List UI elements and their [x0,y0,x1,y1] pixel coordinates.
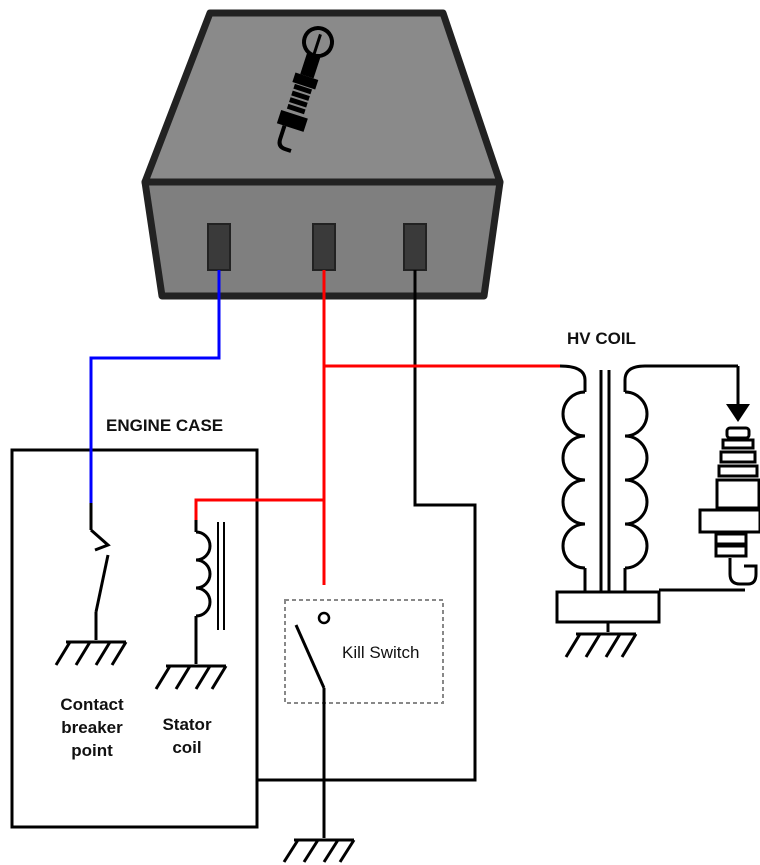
contact-breaker-label-2: breaker [61,718,123,737]
kill-switch-label: Kill Switch [342,643,419,662]
hv-coil-label: HV COIL [567,329,636,348]
terminal-red [312,223,336,271]
ground-icon [282,838,356,863]
wire-black [257,270,477,782]
arrow-down-icon [726,404,750,422]
terminal-black [403,223,427,271]
contact-breaker-label-1: Contact [60,695,124,714]
module-top-face [141,9,504,186]
kill-switch [294,611,331,838]
terminal-blue [207,223,231,271]
ground-icon [54,640,128,666]
stator-coil-label-1: Stator [162,715,212,734]
wire-blue [89,270,221,503]
kill-switch-box [284,599,444,704]
contact-breaker-label-3: point [71,741,113,760]
contact-breaker-point [89,503,111,640]
spark-plug-icon [276,26,334,153]
stator-coil [194,520,225,664]
ground-icon [564,632,638,658]
ignition-module [141,9,504,300]
engine-case-box [10,448,259,829]
ground-icon [154,664,228,690]
stator-coil-label-2: coil [172,738,201,757]
hv-coil [555,364,745,632]
wire-red-stator [194,498,324,520]
spark-plug-icon [698,426,760,586]
engine-case-label: ENGINE CASE [106,416,223,435]
